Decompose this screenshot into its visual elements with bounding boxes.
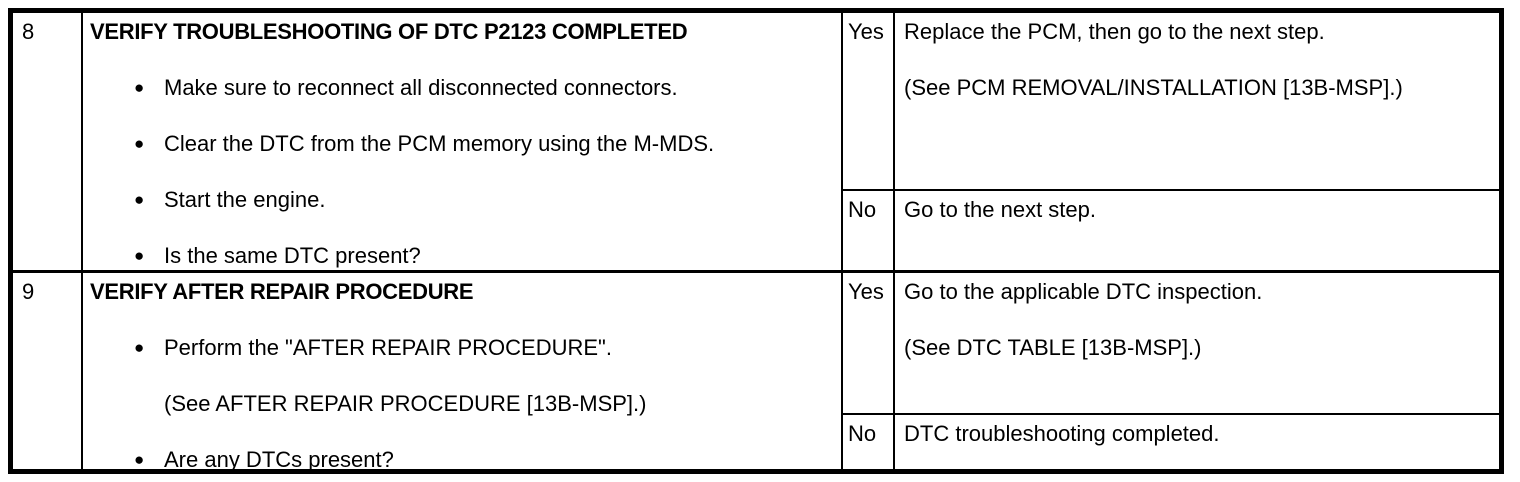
action-item-text: Are any DTCs present?	[164, 447, 394, 472]
bullet-icon	[134, 391, 164, 417]
action-item-text: Make sure to reconnect all disconnected …	[164, 75, 678, 100]
action-title: VERIFY TROUBLESHOOTING OF DTC P2123 COMP…	[90, 19, 688, 44]
outcome-line: (See PCM REMOVAL/INSTALLATION [13B-MSP].…	[904, 75, 1403, 100]
outcome-label-cell: No	[843, 415, 895, 469]
table-row-step-9: 9 VERIFY AFTER REPAIR PROCEDURE ● Perfor…	[13, 273, 1499, 472]
outcome-line: Replace the PCM, then go to the next ste…	[904, 19, 1325, 44]
outcome-label: Yes	[848, 19, 884, 44]
action-item: ● Is the same DTC present?	[90, 243, 833, 269]
outcome-row-yes: Yes Replace the PCM, then go to the next…	[843, 13, 1499, 191]
bullet-icon: ●	[134, 338, 145, 357]
action-item-text: (See AFTER REPAIR PROCEDURE [13B-MSP].)	[164, 391, 647, 416]
outcome-row-no: No Go to the next step.	[843, 191, 1499, 270]
step-number-cell: 9	[13, 273, 83, 469]
outcome-line: DTC troubleshooting completed.	[904, 421, 1220, 446]
outcome-result-cell: Go to the next step.	[895, 191, 1499, 270]
outcome-label-cell: Yes	[843, 13, 895, 189]
action-item: (See AFTER REPAIR PROCEDURE [13B-MSP].)	[90, 391, 833, 417]
outcome-row-no: No DTC troubleshooting completed.	[843, 415, 1499, 469]
outcome-label: No	[848, 197, 877, 222]
action-item: ● Are any DTCs present?	[90, 447, 833, 473]
outcome-line: Go to the applicable DTC inspection.	[904, 279, 1263, 304]
bullet-icon: ●	[134, 134, 145, 153]
outcome-label: Yes	[848, 279, 884, 304]
step-number-cell: 8	[13, 13, 83, 270]
outcome-line: Go to the next step.	[904, 197, 1097, 222]
action-item-text: Start the engine.	[164, 187, 326, 212]
outcome-row-yes: Yes Go to the applicable DTC inspection.…	[843, 273, 1499, 415]
action-cell: VERIFY TROUBLESHOOTING OF DTC P2123 COMP…	[83, 13, 843, 270]
action-item-text: Is the same DTC present?	[164, 243, 421, 268]
action-item-text: Perform the "AFTER REPAIR PROCEDURE".	[164, 335, 612, 360]
outcomes-section: Yes Replace the PCM, then go to the next…	[843, 13, 1499, 270]
outcome-line: (See DTC TABLE [13B-MSP].)	[904, 335, 1202, 360]
action-item-text: Clear the DTC from the PCM memory using …	[164, 131, 715, 156]
action-item: ● Make sure to reconnect all disconnecte…	[90, 75, 833, 101]
action-item: ● Clear the DTC from the PCM memory usin…	[90, 131, 833, 157]
outcomes-section: Yes Go to the applicable DTC inspection.…	[843, 273, 1499, 469]
outcome-result-cell: DTC troubleshooting completed.	[895, 415, 1499, 469]
bullet-icon: ●	[134, 450, 145, 469]
action-cell: VERIFY AFTER REPAIR PROCEDURE ● Perform …	[83, 273, 843, 472]
outcome-label-cell: Yes	[843, 273, 895, 413]
table-row-step-8: 8 VERIFY TROUBLESHOOTING OF DTC P2123 CO…	[13, 13, 1499, 273]
bullet-icon: ●	[134, 78, 145, 97]
troubleshooting-table: 8 VERIFY TROUBLESHOOTING OF DTC P2123 CO…	[8, 8, 1504, 474]
step-number: 9	[22, 279, 35, 304]
bullet-icon: ●	[134, 246, 145, 265]
action-item: ● Perform the "AFTER REPAIR PROCEDURE".	[90, 335, 833, 361]
action-item: ● Start the engine.	[90, 187, 833, 213]
bullet-icon: ●	[134, 190, 145, 209]
outcome-label-cell: No	[843, 191, 895, 270]
outcome-result-cell: Go to the applicable DTC inspection. (Se…	[895, 273, 1499, 413]
outcome-result-cell: Replace the PCM, then go to the next ste…	[895, 13, 1499, 189]
outcome-label: No	[848, 421, 877, 446]
action-title: VERIFY AFTER REPAIR PROCEDURE	[90, 279, 474, 304]
step-number: 8	[22, 19, 35, 44]
